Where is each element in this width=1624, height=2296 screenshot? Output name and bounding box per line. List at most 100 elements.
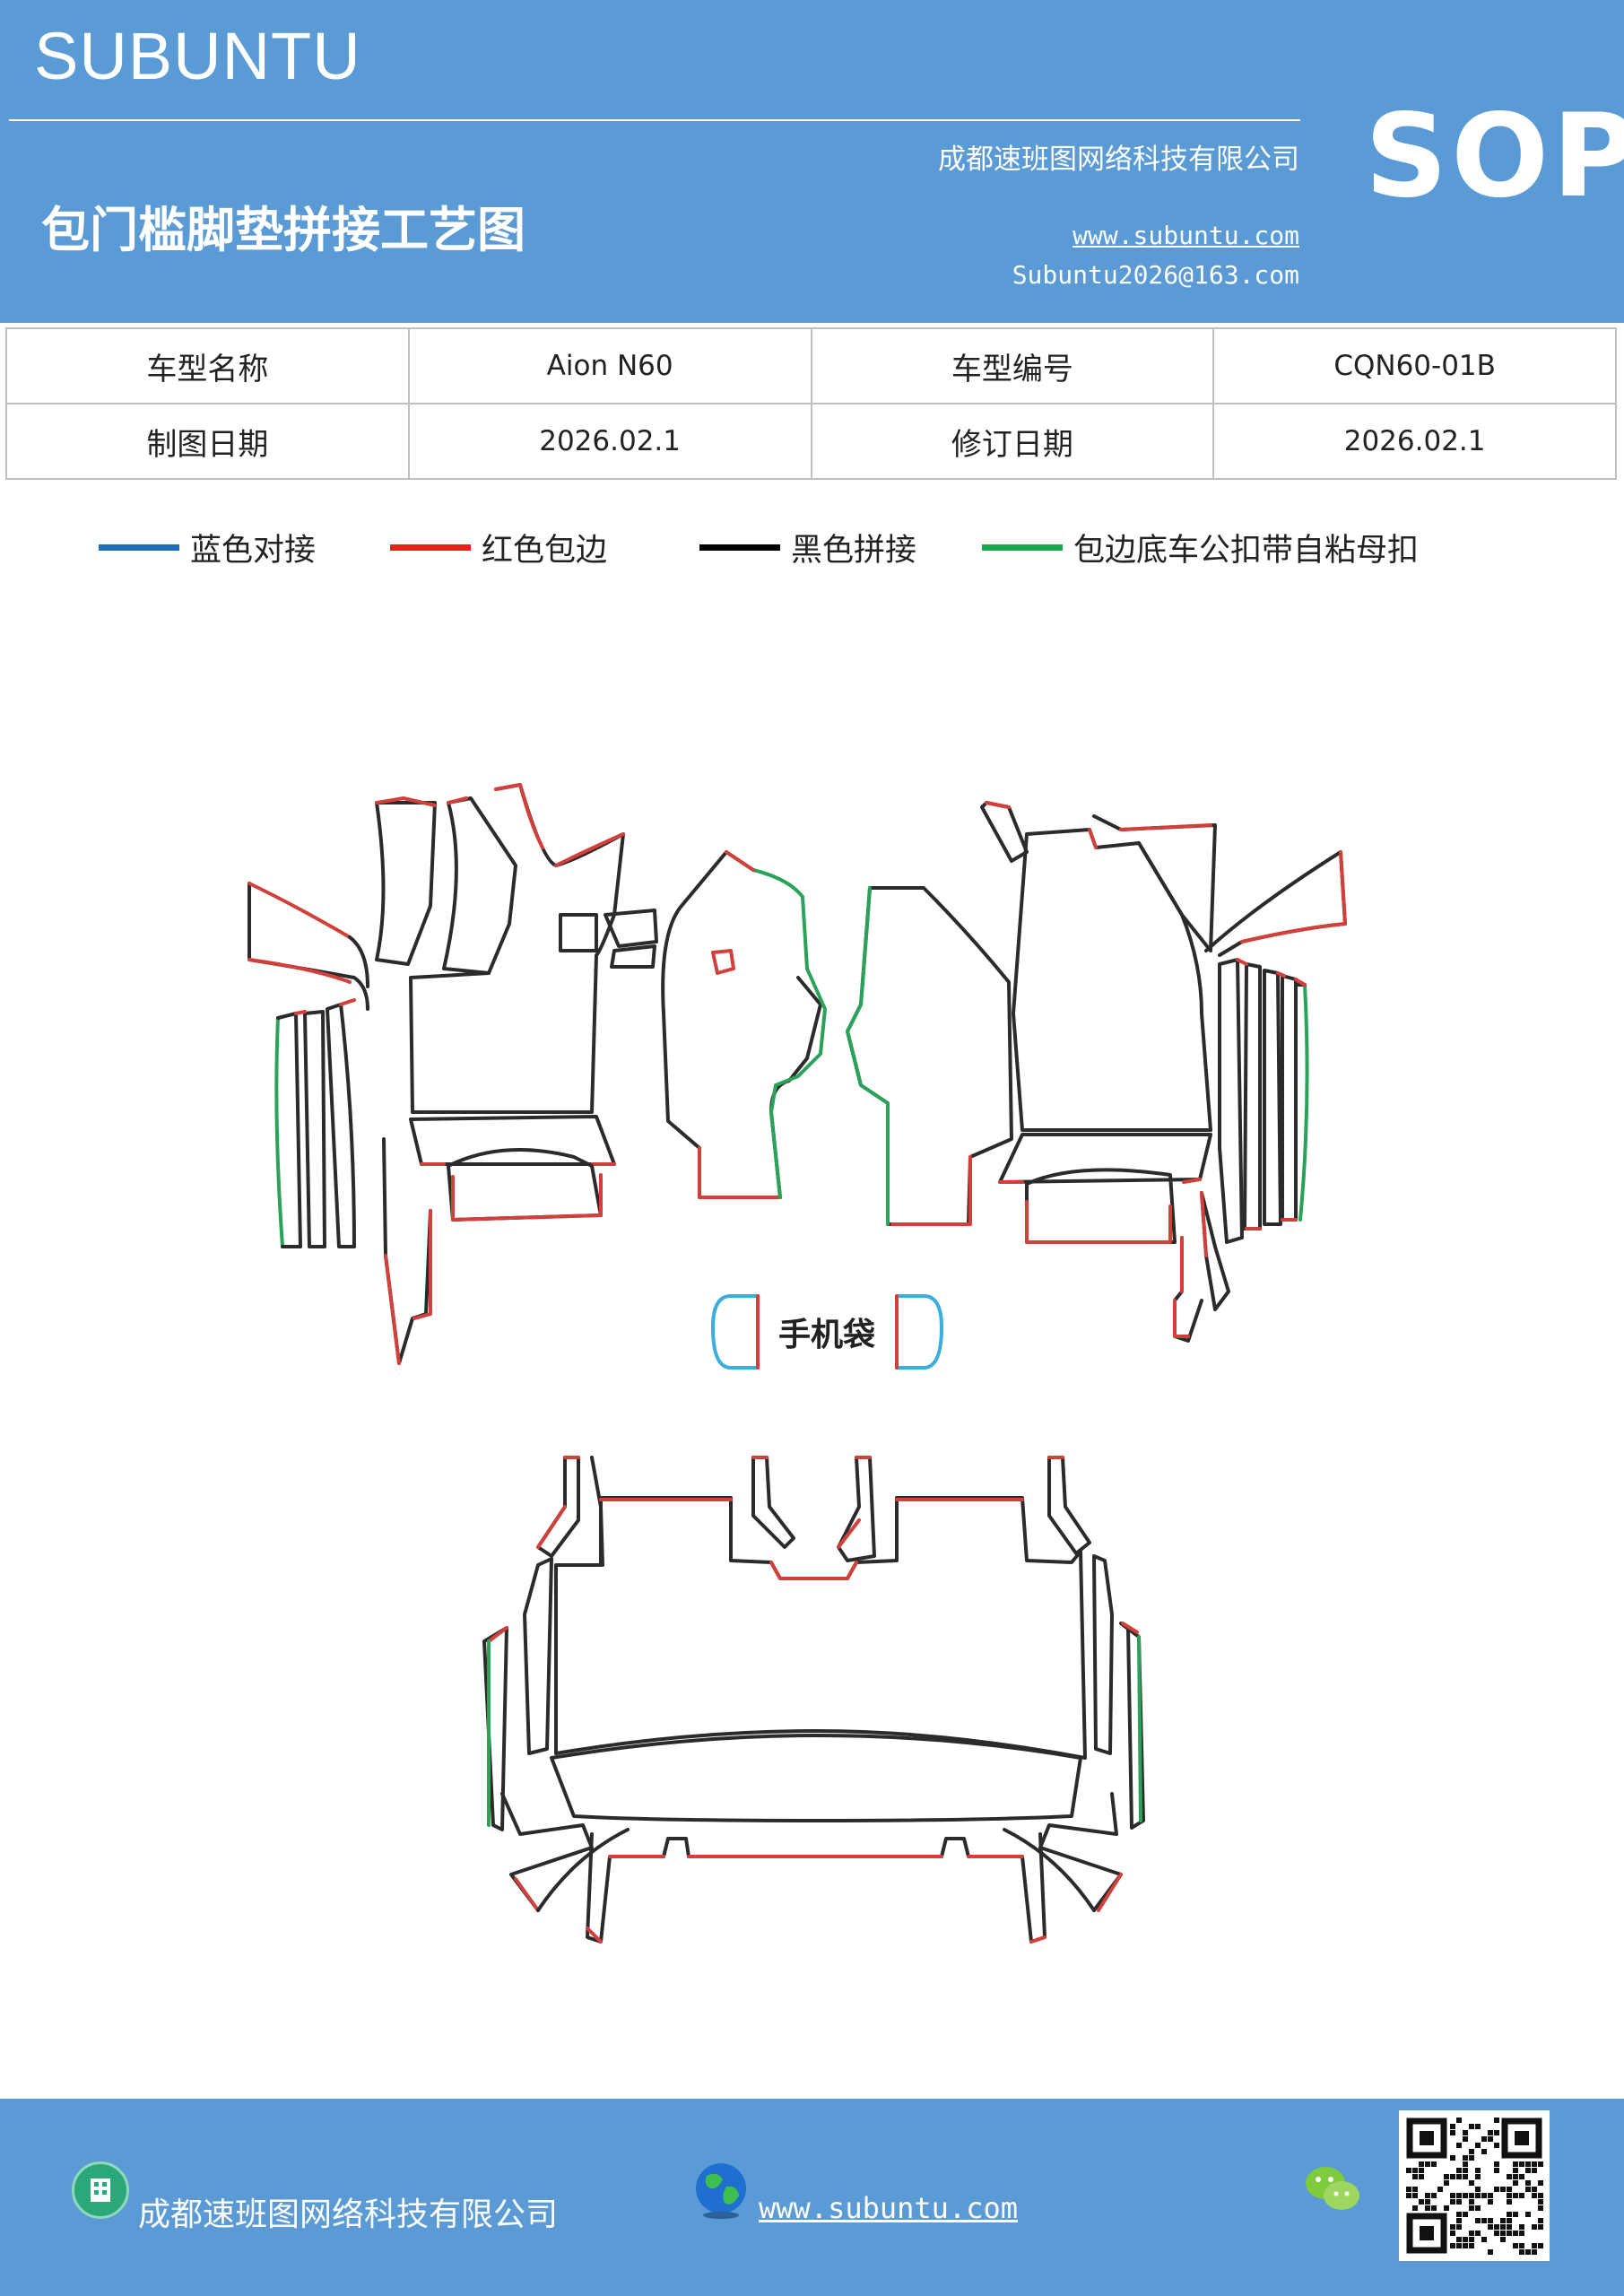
qr-module (1494, 2231, 1499, 2236)
mat-outline-segment (1029, 1935, 1046, 1944)
mat-outline-segment (482, 1626, 508, 1831)
mat-outline-segment (1240, 850, 1347, 944)
qr-module (1519, 2224, 1524, 2230)
qr-module (1450, 2224, 1455, 2230)
mat-outline-segment (998, 1133, 1212, 1184)
mat-outline-segment (1204, 850, 1347, 957)
qr-module (1481, 2149, 1487, 2154)
mat-outline-segment (554, 832, 625, 867)
qr-module (1494, 2130, 1499, 2135)
qr-module (1525, 2249, 1531, 2255)
mat-outline-segment (895, 1294, 943, 1370)
qr-module (1431, 2193, 1437, 2198)
qr-module (1450, 2155, 1455, 2161)
mat-outline-segment (725, 850, 755, 872)
mat-outline-segment (559, 913, 598, 952)
qr-module (1532, 2161, 1537, 2167)
qr-module (1488, 2199, 1493, 2205)
header-website-link[interactable]: www.subuntu.com (1073, 221, 1299, 250)
qr-module (1538, 2205, 1543, 2211)
qr-module (1532, 2224, 1537, 2230)
mat-outline-segment (1298, 983, 1309, 1222)
qr-module (1500, 2224, 1506, 2230)
qr-module (1507, 2199, 1512, 2205)
qr-module (1507, 2231, 1512, 2236)
mat-outline-segment (1294, 978, 1307, 987)
mat-outline-segment (536, 1505, 567, 1549)
mat-outline-segment (339, 998, 356, 1006)
legend-item-black: 黑色拼接 (699, 525, 916, 570)
qr-module (1513, 2168, 1518, 2173)
mat-outline-segment (711, 1294, 760, 1370)
footer-website-link[interactable]: www.subuntu.com (759, 2191, 1018, 2225)
mat-outline-segment (1119, 823, 1212, 831)
qr-module (1507, 2218, 1512, 2223)
mat-outline-segment (586, 1832, 1046, 1944)
header-email: Subuntu2026@163.com (1012, 260, 1299, 290)
qr-module (1494, 2168, 1499, 2173)
mat-outline-segment (375, 796, 437, 807)
qr-module (1519, 2243, 1524, 2248)
qr-module (1463, 2161, 1468, 2167)
qr-module (1525, 2161, 1531, 2167)
qr-module (1538, 2180, 1543, 2186)
qr-module (1475, 2187, 1481, 2192)
mat-outline-segment (536, 1456, 580, 1558)
qr-module (1507, 2174, 1512, 2179)
qr-module (1463, 2243, 1468, 2248)
qr-module (1513, 2243, 1518, 2248)
qr-module (1450, 2243, 1455, 2248)
qr-module (1519, 2249, 1524, 2255)
mat-outline-segment (487, 1626, 508, 1643)
mat-outline-segment (375, 801, 437, 966)
label-model-name: 车型名称 (5, 327, 410, 404)
qr-module (1488, 2224, 1493, 2230)
mat-outline-segment (711, 949, 735, 975)
qr-module (1494, 2143, 1499, 2148)
mat-outline-segment (523, 1557, 553, 1755)
mat-outline-segment (554, 1496, 1087, 1760)
mat-outline-segment (1276, 971, 1286, 978)
mat-outline-segment (751, 1456, 795, 1549)
qr-module (1412, 2168, 1418, 2173)
mat-outline-segment (294, 1010, 307, 1015)
qr-module (1463, 2174, 1468, 2179)
qr-module (1525, 2187, 1531, 2192)
mat-outline-segment (1137, 1635, 1142, 1822)
qr-module (1538, 2218, 1543, 2223)
legend-swatch-red (390, 544, 471, 551)
mat-outline-segment (837, 1456, 876, 1562)
legend-swatch-green (982, 544, 1063, 551)
qr-module (1532, 2243, 1537, 2248)
label-model-code: 车型编号 (810, 327, 1215, 404)
qr-module (1532, 2168, 1537, 2173)
qr-module (1469, 2180, 1474, 2186)
qr-module (1450, 2199, 1455, 2205)
qr-module (1412, 2174, 1418, 2179)
mat-outline-segment (586, 1926, 603, 1944)
qr-module (1488, 2130, 1493, 2135)
qr-module (1525, 2180, 1531, 2186)
mat-outline-segment (1173, 1236, 1203, 1343)
qr-module (1463, 2237, 1468, 2242)
qr-module (1412, 2205, 1418, 2211)
qr-module (1513, 2193, 1518, 2198)
qr-module (1419, 2161, 1424, 2167)
qr-module (1494, 2161, 1499, 2167)
qr-module (1456, 2199, 1462, 2205)
qr-module (1450, 2124, 1455, 2129)
qr-module (1494, 2224, 1499, 2230)
qr-module (1538, 2161, 1543, 2167)
globe-icon (696, 2163, 746, 2219)
qr-module (1469, 2124, 1474, 2129)
mat-outline-segment (1097, 1873, 1123, 1912)
qr-module (1475, 2218, 1481, 2223)
qr-module (1456, 2237, 1462, 2242)
front-left-mats (248, 783, 658, 1365)
center-tunnel-mats (661, 850, 1013, 1226)
qr-module (1406, 2187, 1411, 2192)
mat-outline-segment (1092, 814, 1217, 952)
phone-pocket-label: 手机袋 (778, 1317, 875, 1353)
qr-module (1469, 2149, 1474, 2154)
legend-label: 黑色拼接 (791, 533, 917, 569)
